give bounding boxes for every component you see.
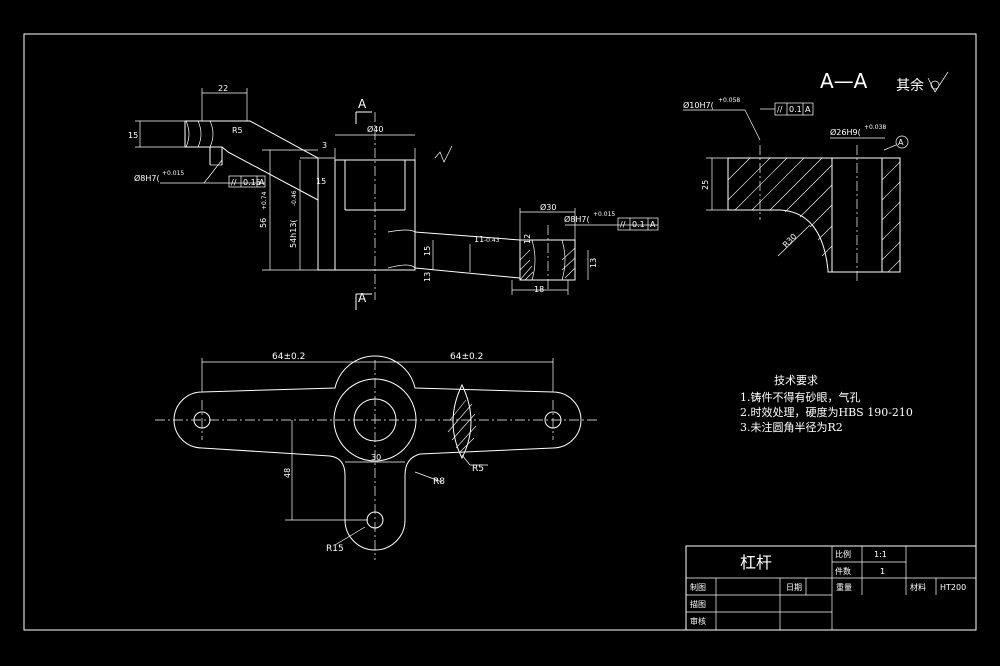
dim-15-arm: 15 xyxy=(423,246,432,256)
tech-requirement-item: 1.铸件不得有砂眼，气孔 xyxy=(740,391,861,404)
section-title: A—A xyxy=(820,69,868,93)
dim-22: 22 xyxy=(218,84,228,93)
dim-15-hub: 15 xyxy=(316,177,326,186)
dim-56: 56 xyxy=(259,218,268,228)
dim-54: 54h13( xyxy=(289,219,298,248)
tol-right-val: 0.1 xyxy=(632,220,645,229)
dim-r15-top: R15 xyxy=(326,544,344,554)
tech-requirements-title: 技术要求 xyxy=(774,374,818,387)
dim-15-left: 15 xyxy=(128,131,138,140)
dim-54-tol: -0.46 xyxy=(291,190,298,206)
dim-3: 3 xyxy=(322,141,327,150)
dim-d10h7-tol: +0.058 xyxy=(718,97,740,104)
section-view: A—A 其余 25 R30 Ø10H7( +0 xyxy=(683,69,949,282)
dim-d26h9-tol: +0.038 xyxy=(864,124,886,131)
tol-right-sym: // xyxy=(620,220,626,229)
front-view: 22 15 R5 Ø8H7( +0.015 // 0.15 A Ø40 3 15 xyxy=(128,84,659,310)
tol-left-ref: A xyxy=(259,178,265,187)
dim-d8h7-right-tol: +0.015 xyxy=(593,211,615,218)
dim-d10h7: Ø10H7( xyxy=(683,100,714,110)
dim-r5-top: R5 xyxy=(472,464,484,474)
dim-d30: Ø30 xyxy=(540,202,556,212)
dim-11-tol: -0.43 xyxy=(484,237,500,244)
dim-r8-top: R8 xyxy=(433,477,445,487)
dim-d40: Ø40 xyxy=(367,124,383,134)
tol-section-val: 0.1 xyxy=(789,105,802,114)
dim-56-tol: +0.74 xyxy=(261,191,268,210)
dim-r30: R30 xyxy=(781,232,799,250)
section-mark-bottom: A xyxy=(358,291,367,305)
tol-left-sym: // xyxy=(231,178,237,187)
drawing-frame xyxy=(23,33,977,631)
tol-right-ref: A xyxy=(650,220,656,229)
tol-section-sym: // xyxy=(777,105,783,114)
dim-30-top: 30 xyxy=(371,453,381,462)
dim-64-right: 64±0.2 xyxy=(450,352,483,362)
dim-d8h7-left: Ø8H7( xyxy=(134,173,160,183)
tech-requirement-item: 2.时效处理，硬度为HBS 190-210 xyxy=(740,406,913,419)
dim-48: 48 xyxy=(283,468,292,478)
dim-r5-front: R5 xyxy=(232,126,243,135)
dim-25: 25 xyxy=(701,180,710,190)
dim-64-left: 64±0.2 xyxy=(272,352,305,362)
dim-18: 18 xyxy=(534,285,544,294)
dim-d26h9: Ø26H9( xyxy=(830,127,861,137)
dim-13-arm: 13 xyxy=(423,272,432,282)
dim-12: 12 xyxy=(523,234,532,244)
top-view: 64±0.2 64±0.2 48 30 R5 R8 R15 xyxy=(155,352,600,560)
roughness-note: 其余 xyxy=(896,77,924,94)
dim-11: 11 xyxy=(474,235,484,244)
tol-left-val: 0.15 xyxy=(243,178,261,187)
tol-section-ref: A xyxy=(805,105,811,114)
dim-13: 13 xyxy=(589,258,598,268)
dim-d8h7-right: Ø8H7( xyxy=(564,214,590,224)
dim-d8h7-left-tol: +0.015 xyxy=(162,170,184,177)
tech-requirement-item: 3.未注圆角半径为R2 xyxy=(740,421,843,434)
datum-a: A xyxy=(898,138,904,147)
section-mark-top: A xyxy=(358,97,367,111)
